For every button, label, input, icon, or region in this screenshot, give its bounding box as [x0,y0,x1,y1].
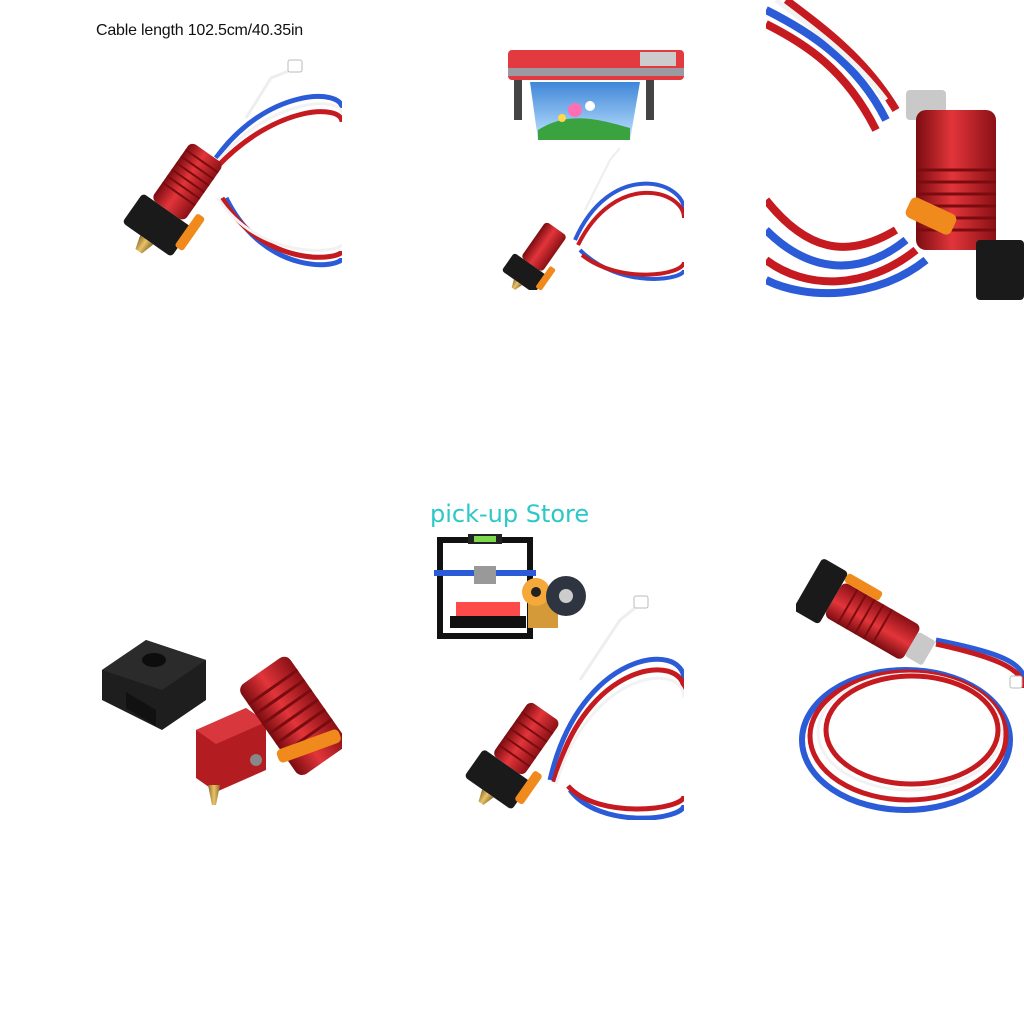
cable-length-caption-label: Cable length 102.5cm/40.35in [96,22,303,39]
3d-printer-icon [434,534,536,639]
large-format-printer-icon [508,50,684,140]
silicone-sock-icon [102,640,206,730]
product-image-hotend-with-printer[interactable] [490,40,684,290]
product-image-hotend-with-cable[interactable] [96,48,342,288]
store-label: pick-up Store [430,500,590,528]
hotend-assembly-icon [123,59,342,268]
product-image-hotend-closeup[interactable] [766,0,1024,300]
heatsink-closeup-icon [766,0,1024,300]
product-image-hotend-coiled-cable[interactable] [796,540,1024,830]
filament-spools-icon [522,576,586,628]
product-image-silicone-sock-and-block[interactable] [96,630,342,810]
coiled-cable-icon [796,559,1024,813]
product-image-hotend-with-3d-printer[interactable] [430,530,684,820]
heater-block-icon [196,708,266,805]
